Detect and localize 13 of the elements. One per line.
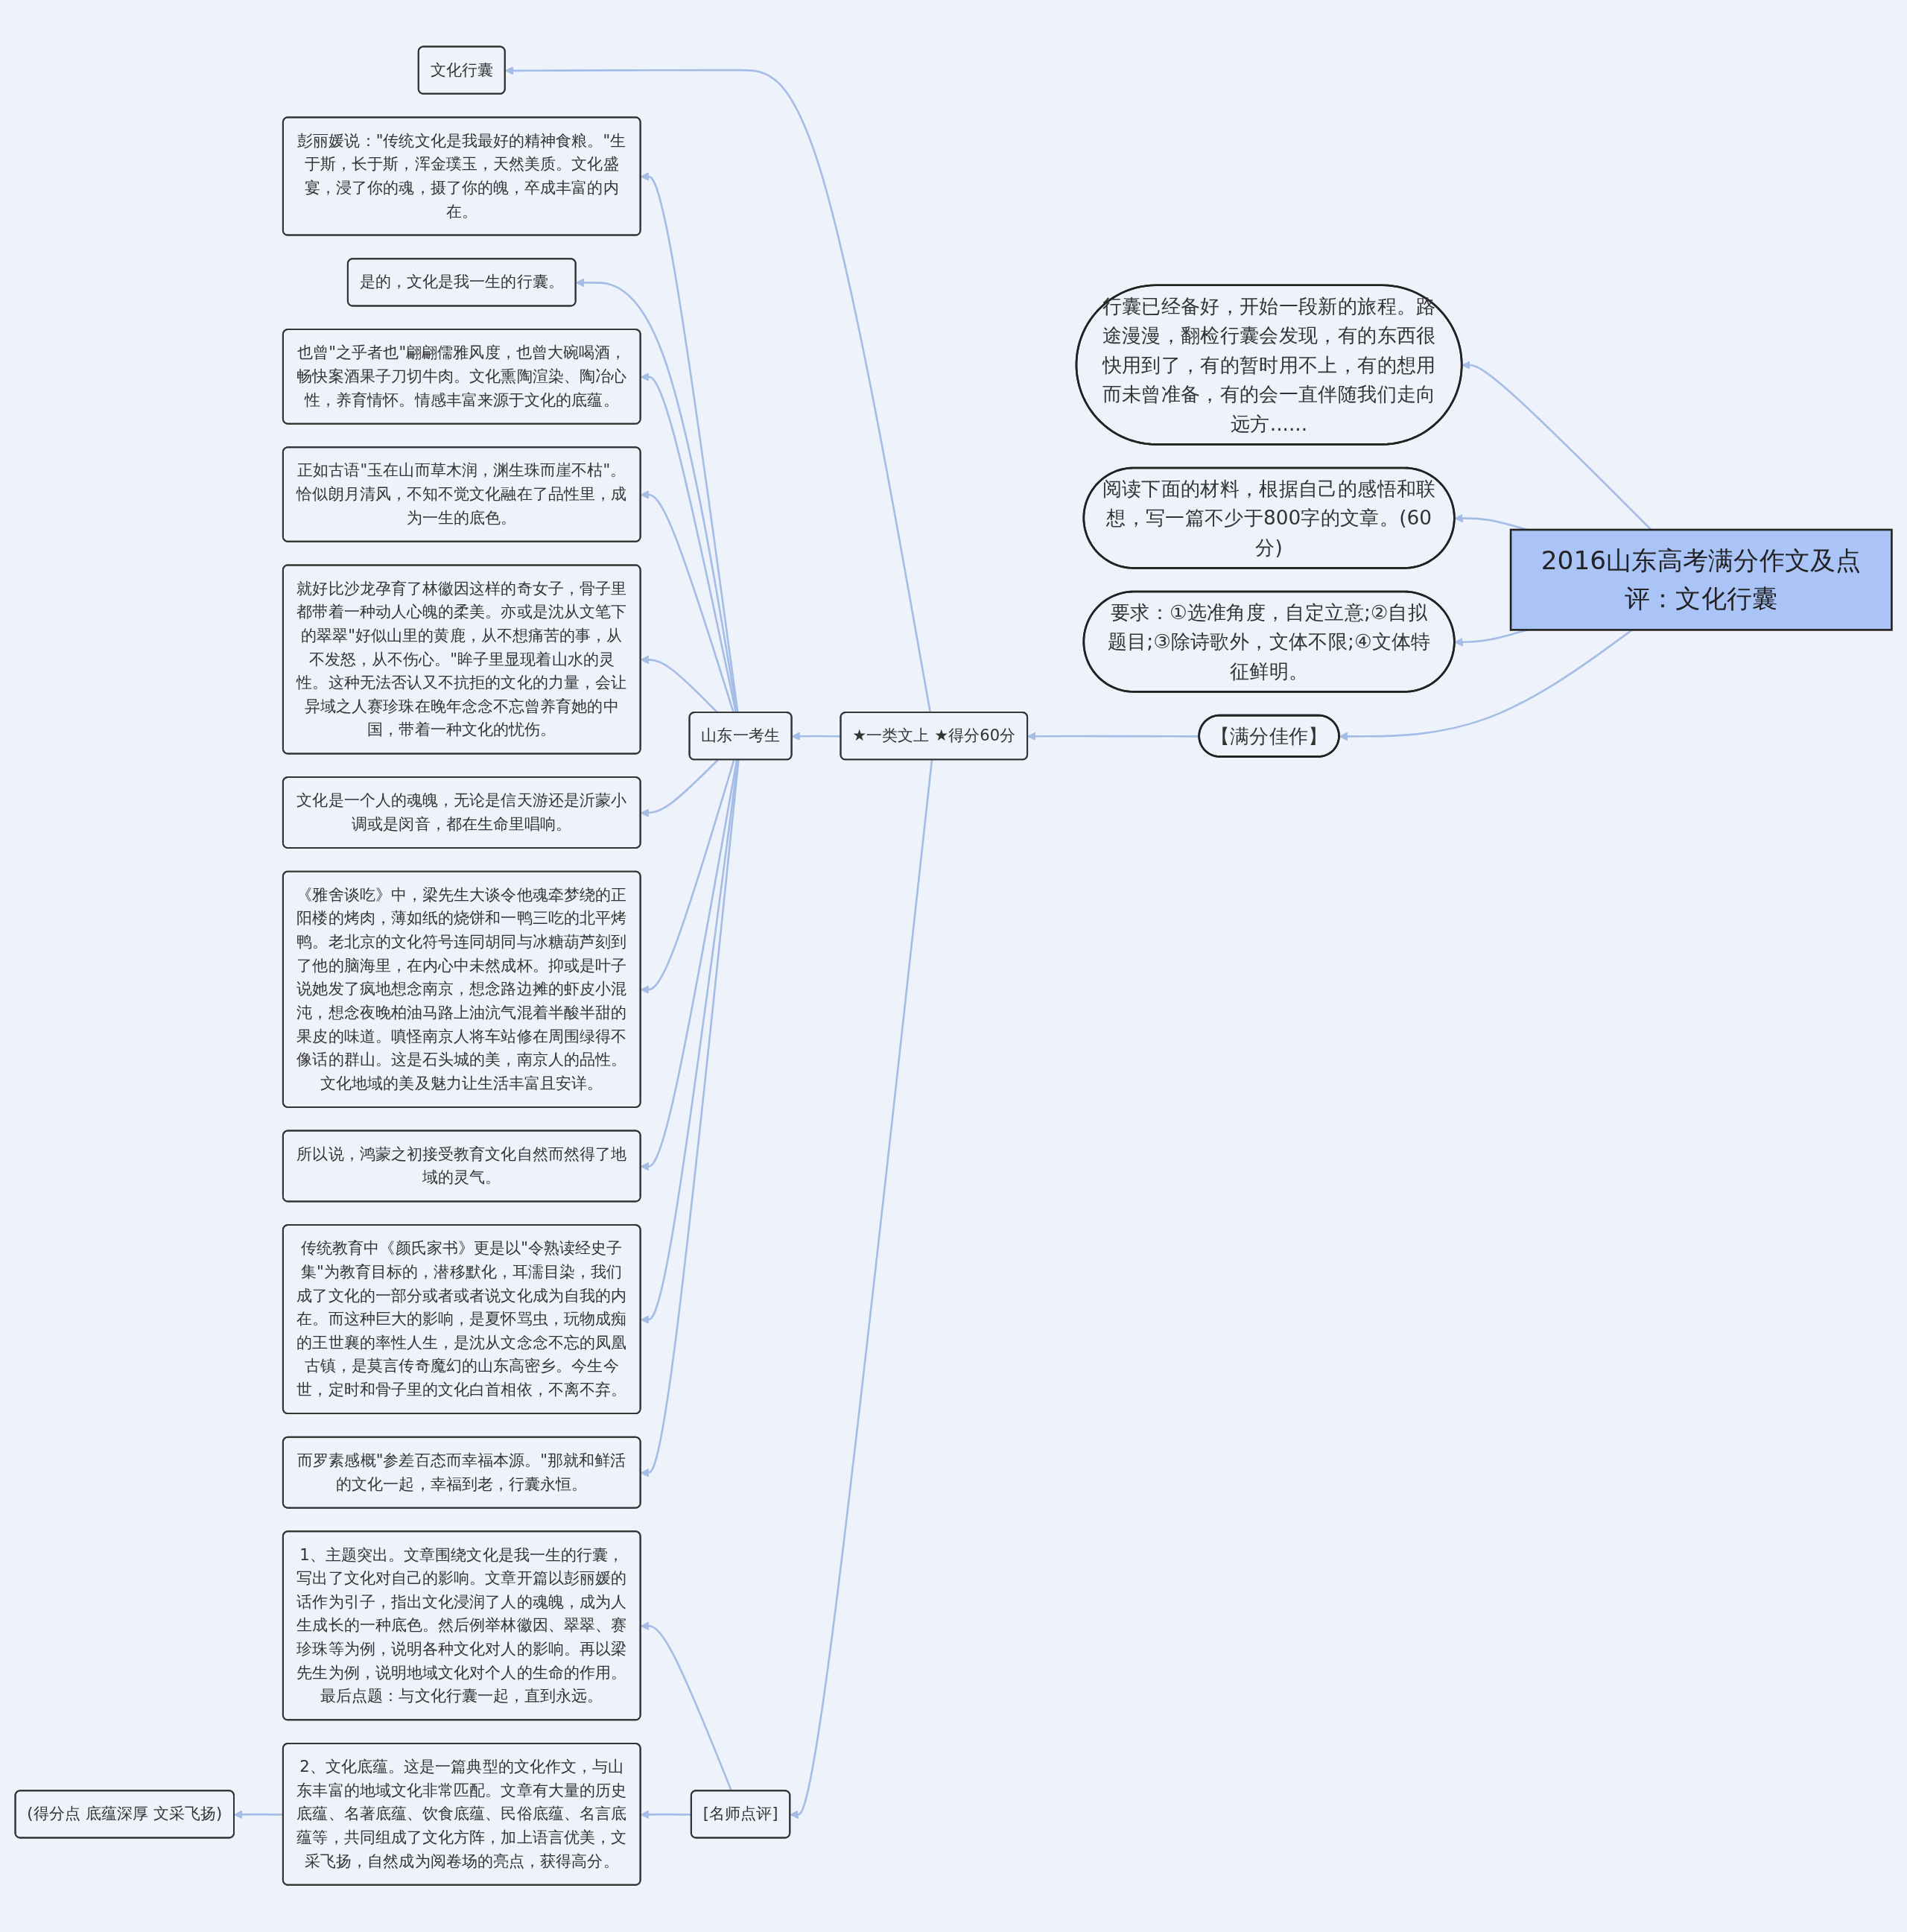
arrow [504, 66, 932, 714]
arrow [640, 760, 740, 1477]
arrow [640, 760, 739, 1325]
arrow [640, 759, 719, 818]
arrow [640, 172, 739, 714]
arrow [790, 760, 933, 1819]
arrow [640, 1621, 733, 1792]
arrow [640, 760, 738, 1171]
arrow [575, 279, 738, 714]
node-box: 2016山东高考满分作文及点评：文化行囊 [1509, 529, 1893, 632]
arrow [640, 760, 735, 995]
arrow [640, 490, 735, 714]
arrow [640, 373, 737, 714]
